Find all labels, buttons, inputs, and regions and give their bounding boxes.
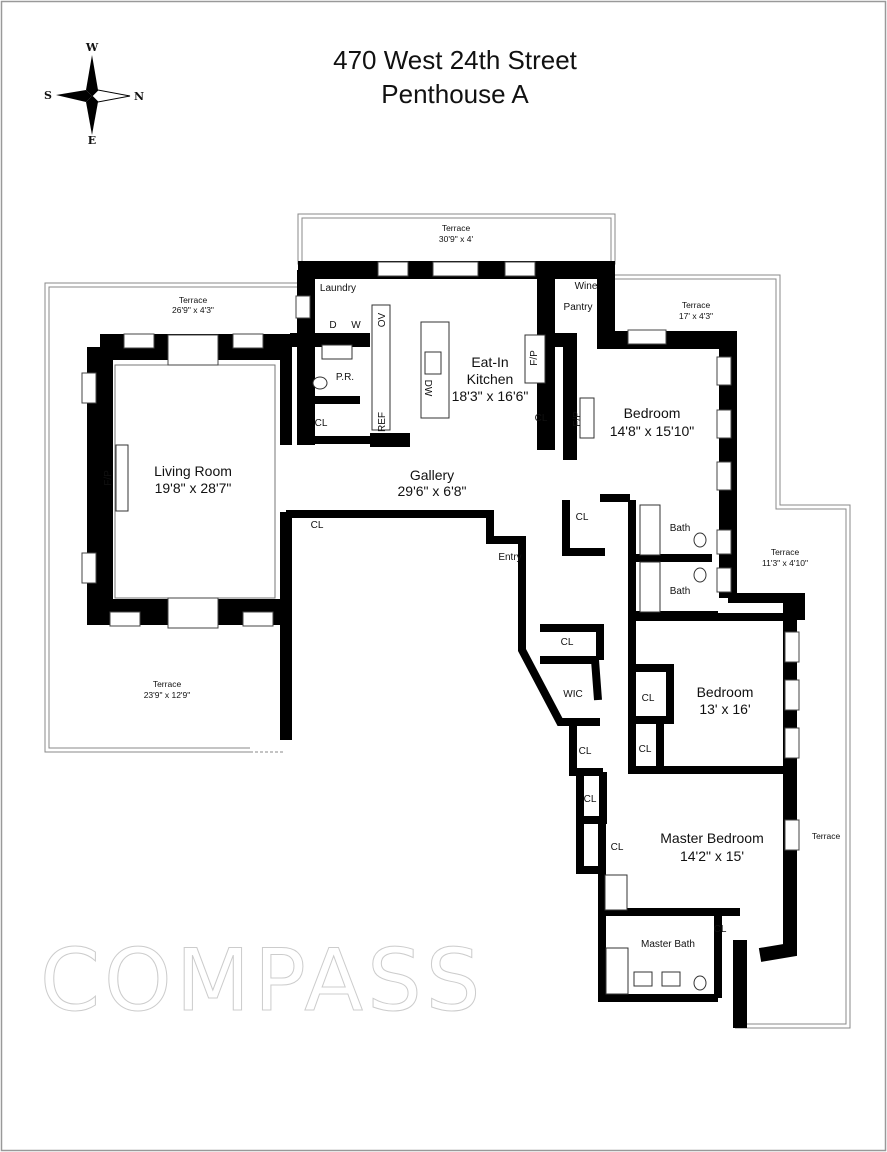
compass-south-label: S [44,89,52,102]
windows [81,261,800,851]
hall-closet-label: CL [561,637,574,648]
dryer-label: D [329,320,336,331]
kitchen-label-2: Kitchen [467,371,514,387]
hall-closet2-label: CL [579,746,592,757]
kitchen-closet-label: CL [535,413,548,424]
powder-room-label: P.R. [336,372,354,383]
bath2-label: Bath [670,586,691,597]
bath2-tub [639,561,661,613]
terrace-top-label: Terrace [442,223,471,233]
master-bath-closet-label: CL [714,924,727,935]
laundry-label: Laundry [320,283,356,294]
kitchen-sink [424,351,442,375]
master-closet-label: CL [611,842,624,853]
oven-label: OV [377,312,388,327]
terrace-living-bottom-label: Terrace [153,679,182,689]
walls [87,261,805,1028]
room-labels: Terrace 30'9" x 4' Terrace 26'9" x 4'3" … [103,223,840,950]
unit-title: Penthouse A [381,79,529,109]
terrace-bedroom-label: Terrace [682,300,711,310]
bath1-label: Bath [670,523,691,534]
master-toilet [693,975,707,991]
terrace-outlines [44,213,851,1029]
terrace-right-label: Terrace [771,547,800,557]
master-bath-label: Master Bath [641,939,695,950]
gallery-dims: 29'6" x 6'8" [398,483,467,499]
bedroom2-closet2-label: CL [639,744,652,755]
master-sink-1 [633,971,653,987]
compass-east-label: E [88,134,96,147]
compass-rose-icon: W S N E [44,41,144,147]
terrace-living-top-label: Terrace [179,295,208,305]
bath1-toilet [693,532,707,548]
living-fireplace-hearth [115,444,129,512]
living-room-dims: 19'8" x 28'7" [155,480,232,496]
master-shower [604,874,628,911]
living-fireplace-label: F/P [103,470,114,486]
bedroom1-closet-label: CL [576,512,589,523]
pr-sink [321,344,353,360]
master-bedroom-label: Master Bedroom [660,830,763,846]
bedroom-fireplace-label: F/P [572,411,583,427]
bedroom2-closet-label: CL [642,693,655,704]
kitchen-counter [371,304,391,431]
gallery-label: Gallery [410,467,454,483]
kitchen-label-1: Eat-In [471,354,508,370]
master-bedroom-dims: 14'2" x 15' [680,848,744,864]
hall-closet3-label: CL [584,794,597,805]
terrace-living-bottom-dims: 23'9" x 12'9" [144,690,191,700]
wine-label: Wine [575,281,598,292]
kitchen-fireplace-label: F/P [529,350,540,366]
terrace-master-label: Terrace [812,831,841,841]
terrace-bedroom-dims: 17' x 4'3" [679,311,713,321]
fixtures [115,304,707,995]
entry-label: Entry [498,552,521,563]
bath1-tub [639,504,661,556]
bedroom2-label: Bedroom [697,684,754,700]
compass-west-label: W [85,41,99,54]
pantry-label: Pantry [564,302,593,313]
address-title: 470 West 24th Street [333,45,578,75]
kitchen-fireplace-hearth [524,334,546,384]
living-room-label: Living Room [154,463,232,479]
bedroom-fireplace-hearth [579,397,595,439]
wic-label: WIC [563,689,582,700]
bedroom1-label: Bedroom [624,405,681,421]
compass-watermark-logo: COMPASS [40,931,484,1031]
pr-closet-label: CL [315,418,328,429]
terrace-top-dims: 30'9" x 4' [439,234,474,244]
master-tub [605,947,629,995]
gallery-closet-label: CL [311,520,324,531]
bedroom2-dims: 13' x 16' [699,701,750,717]
dishwasher-label: DW [422,380,433,397]
bath2-toilet [693,567,707,583]
terrace-right-dims: 11'3" x 4'10" [762,558,808,568]
pr-toilet [312,376,328,390]
bedroom1-dims: 14'8" x 15'10" [610,423,695,439]
washer-label: W [351,320,361,331]
refrigerator-label: REF [377,412,388,432]
kitchen-dims: 18'3" x 16'6" [452,388,529,404]
master-sink-2 [661,971,681,987]
terrace-living-top-dims: 26'9" x 4'3" [172,305,214,315]
compass-north-label: N [134,90,144,103]
